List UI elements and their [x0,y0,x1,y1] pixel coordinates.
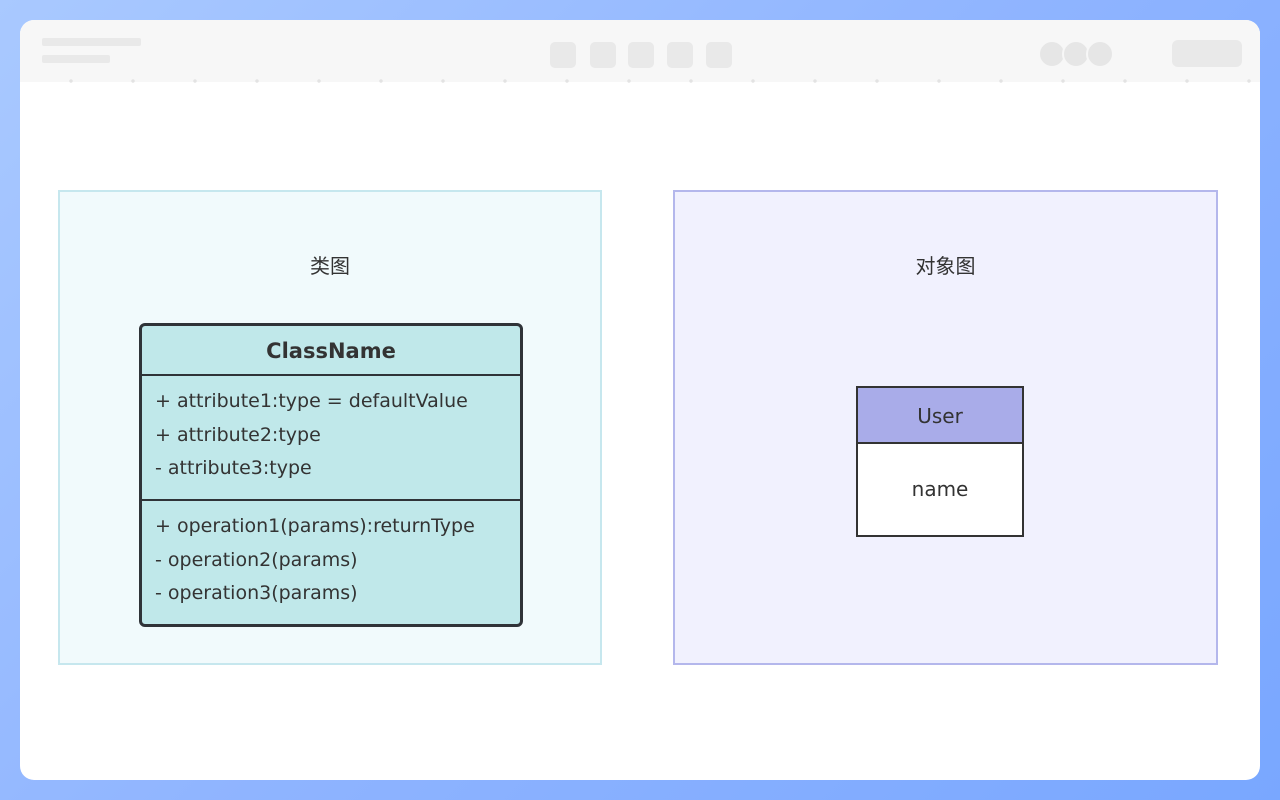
share-button[interactable] [1172,40,1242,67]
uml-operation: - operation3(params) [155,582,358,604]
class-diagram-panel[interactable]: 类图 ClassName + attribute1:type = default… [58,190,602,665]
uml-class-attributes: + attribute1:type = defaultValue + attri… [142,376,520,501]
uml-attribute: + attribute1:type = defaultValue [155,390,468,412]
app-window: 类图 ClassName + attribute1:type = default… [20,20,1260,780]
uml-object-box[interactable]: User name [856,386,1024,537]
uml-attribute: + attribute2:type [155,423,321,446]
object-diagram-panel[interactable]: 对象图 User name [673,190,1218,665]
class-diagram-title: 类图 [310,254,350,278]
toolbar-button-2[interactable] [590,42,616,68]
avatar-3[interactable] [1086,40,1114,68]
subtitle-placeholder [42,55,110,63]
ruler-dots [20,78,1260,84]
toolbar-button-5[interactable] [706,42,732,68]
uml-object-attribute: name [911,477,969,501]
title-placeholder [42,38,141,46]
uml-class-name: ClassName [142,326,520,376]
avatar-2[interactable] [1062,40,1090,68]
avatar-1[interactable] [1038,40,1066,68]
uml-operation: - operation2(params) [155,548,358,571]
toolbar [20,20,1260,82]
uml-class-box[interactable]: ClassName + attribute1:type = defaultVal… [139,323,523,627]
toolbar-button-4[interactable] [667,42,693,68]
toolbar-button-3[interactable] [628,42,654,68]
uml-operation: + operation1(params):returnType [155,515,475,537]
toolbar-button-1[interactable] [550,42,576,68]
object-diagram-title: 对象图 [915,254,976,278]
uml-class-operations: + operation1(params):returnType - operat… [142,501,520,616]
uml-attribute: - attribute3:type [155,457,312,479]
uml-object-name: User [858,388,1022,444]
